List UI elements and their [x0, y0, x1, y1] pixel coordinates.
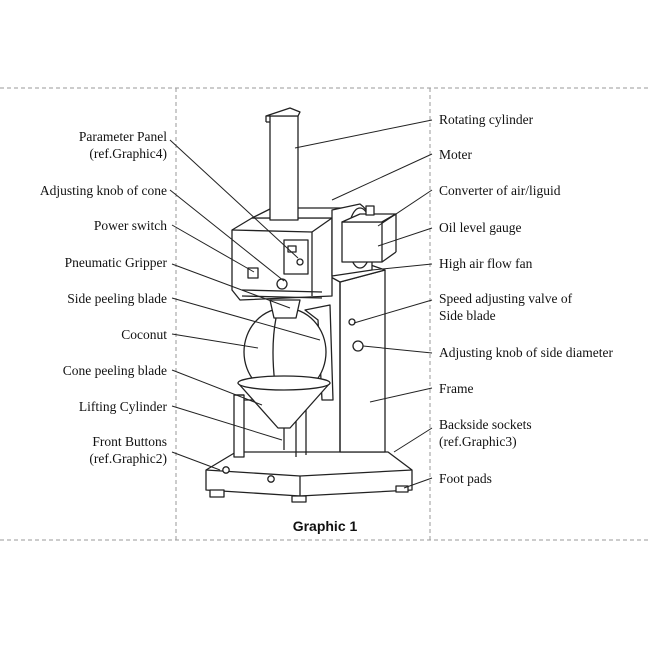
label-line: High air flow fan [439, 256, 533, 271]
label-line: (ref.Graphic3) [439, 434, 517, 449]
figure-caption: Graphic 1 [292, 518, 358, 534]
label-coconut: Coconut [121, 326, 167, 343]
side-knob [352, 340, 364, 352]
label-line: Foot pads [439, 471, 492, 486]
label-line: Adjusting knob of side diameter [439, 345, 613, 360]
label-line: (ref.Graphic4) [89, 146, 167, 161]
label-line: (ref.Graphic2) [89, 451, 167, 466]
label-cone-peeling-blade: Cone peeling blade [63, 362, 167, 379]
label-line: Parameter Panel [78, 129, 167, 144]
label-moter: Moter [439, 146, 472, 163]
label-line: Side peeling blade [67, 291, 167, 306]
label-line: Moter [439, 147, 472, 162]
adjusting-knob [276, 278, 288, 290]
label-high-air-flow-fan: High air flow fan [439, 255, 532, 272]
label-line: Oil level gauge [439, 220, 522, 235]
label-line: Power switch [93, 218, 167, 233]
label-line: Cone peeling blade [62, 363, 167, 378]
label-adjusting-knob-side: Adjusting knob of side diameter [439, 344, 613, 361]
label-oil-level-gauge: Oil level gauge [439, 219, 521, 236]
label-parameter-panel: Parameter Panel (ref.Graphic4) [79, 128, 167, 162]
frame [339, 269, 386, 453]
label-line: Backside sockets [439, 417, 532, 432]
label-line: Front Buttons [92, 434, 167, 449]
label-front-buttons: Front Buttons (ref.Graphic2) [89, 433, 167, 467]
machine-body [205, 107, 413, 503]
label-adjusting-knob-cone: Adjusting knob of cone [40, 182, 167, 199]
label-frame: Frame [439, 380, 474, 397]
label-converter: Converter of air/liguid [439, 182, 560, 199]
label-line: Coconut [121, 327, 167, 342]
foot-pad [291, 495, 307, 503]
foot-pad [395, 485, 409, 493]
leader-lines [169, 119, 433, 489]
parameter-panel [283, 239, 309, 275]
power-switch [247, 267, 259, 279]
label-speed-adjusting-valve: Speed adjusting valve of Side blade [439, 290, 572, 324]
label-line: Frame [439, 381, 474, 396]
foot-pad [209, 489, 225, 498]
label-foot-pads: Foot pads [439, 470, 492, 487]
label-line: Side blade [439, 308, 496, 323]
guide-lines [0, 87, 650, 541]
label-lifting-cylinder: Lifting Cylinder [79, 398, 167, 415]
label-line: Pneumatic Gripper [64, 255, 167, 270]
converter [341, 221, 383, 263]
label-line: Speed adjusting valve of [439, 291, 573, 306]
label-line: Lifting Cylinder [78, 399, 167, 414]
label-side-peeling-blade: Side peeling blade [67, 290, 167, 307]
label-backside-sockets: Backside sockets (ref.Graphic3) [439, 416, 532, 450]
label-line: Adjusting knob of cone [39, 183, 167, 198]
label-line: Converter of air/liguid [439, 183, 561, 198]
rotating-cylinder [269, 115, 299, 221]
base-plate [205, 451, 413, 497]
label-line: Rotating cylinder [439, 112, 534, 127]
label-power-switch: Power switch [94, 217, 167, 234]
front-button [267, 475, 275, 483]
label-rotating-cylinder: Rotating cylinder [439, 111, 533, 128]
front-button [222, 466, 230, 474]
label-pneumatic-gripper: Pneumatic Gripper [65, 254, 167, 271]
